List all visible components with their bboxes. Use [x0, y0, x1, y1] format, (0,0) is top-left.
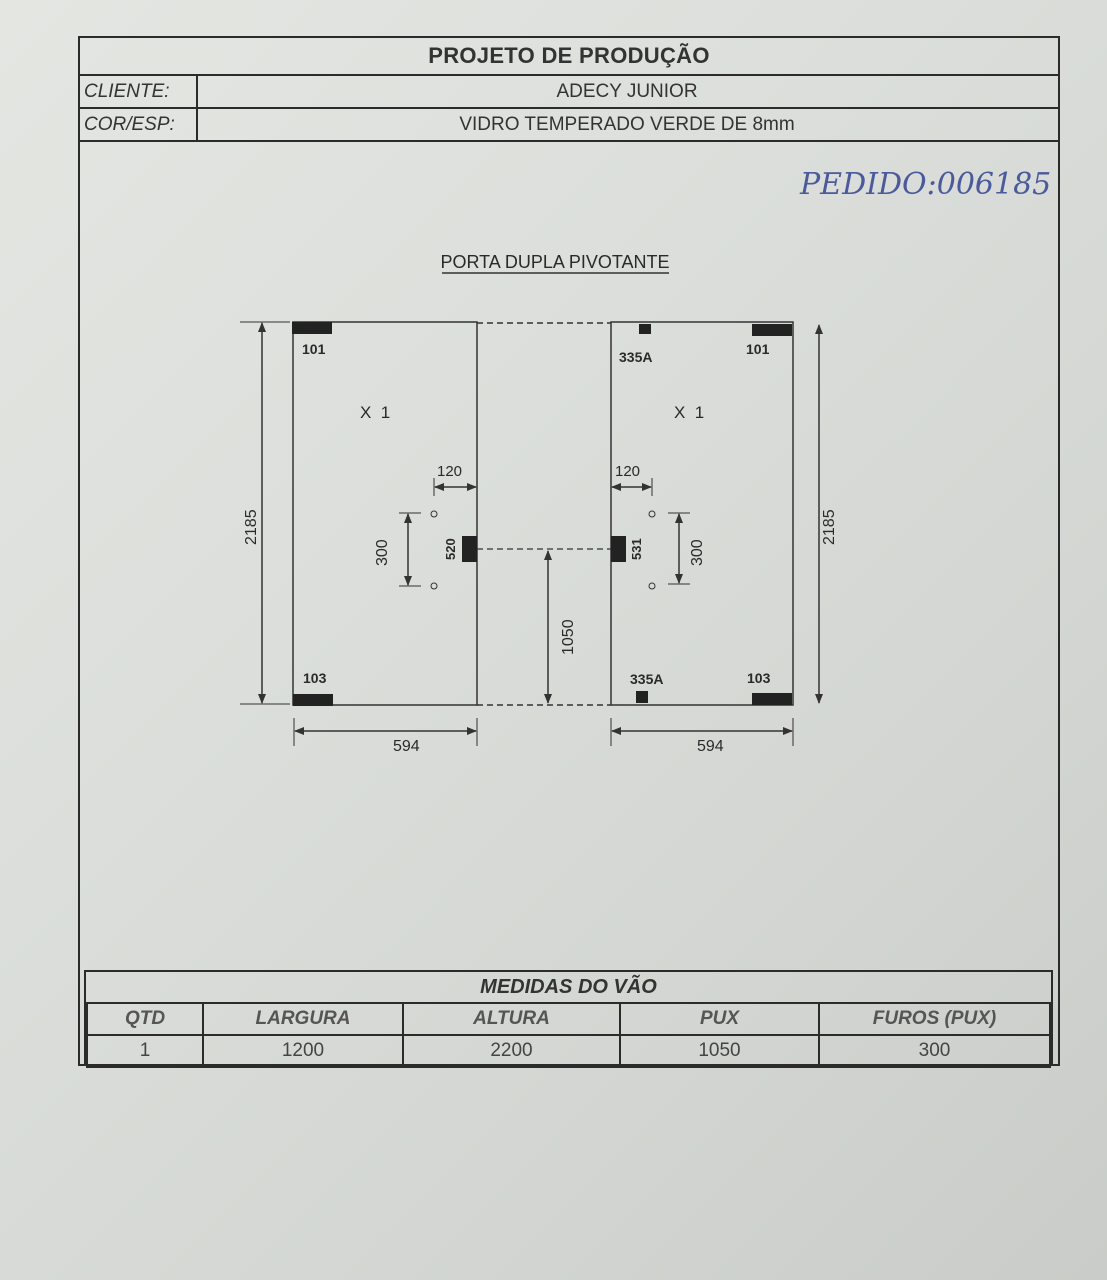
left-bottom-fitting [293, 694, 333, 706]
material-row: COR/ESP: VIDRO TEMPERADO VERDE DE 8mm [80, 109, 1058, 142]
right-hole-top [648, 510, 656, 518]
right-top-pivot [639, 324, 651, 334]
table-row: 1 1200 2200 1050 300 [86, 1034, 1051, 1068]
right-hole-bottom [648, 582, 656, 590]
column-header: ALTURA [402, 1002, 621, 1036]
right-top-pivot-code: 335A [619, 349, 652, 365]
left-bottom-code: 103 [303, 670, 327, 686]
left-hole-top [430, 510, 438, 518]
order-number-note: PEDIDO:006185 [799, 167, 1051, 202]
column-header: FUROS (PUX) [818, 1002, 1051, 1036]
right-width-dimension: 594 [697, 738, 724, 755]
material-value: VIDRO TEMPERADO VERDE DE 8mm [459, 113, 795, 135]
drawing-title: PORTA DUPLA PIVOTANTE [440, 252, 669, 272]
client-label: CLIENTE: [82, 76, 198, 107]
right-door-panel: 335A 101 335A 103 X 1 531 300 120 2185 5… [610, 321, 838, 755]
left-hole-bottom [430, 582, 438, 590]
material-label: COR/ESP: [82, 109, 198, 140]
left-holes-dimension: 300 [374, 539, 391, 566]
table-cell: 2200 [402, 1034, 621, 1068]
right-bottom-pivot [636, 691, 648, 703]
right-handle-code: 531 [629, 538, 644, 560]
left-top-fitting [292, 322, 332, 334]
left-top-code: 101 [302, 341, 326, 357]
left-door-panel: 101 103 X 1 520 300 120 2185 594 [240, 321, 478, 755]
right-quantity: X 1 [674, 403, 704, 422]
right-handle-fitting [611, 536, 626, 562]
right-bottom-fitting [752, 693, 792, 705]
opening-measurements-table: MEDIDAS DO VÃO QTD LARGURA ALTURA PUX FU… [84, 970, 1053, 1068]
table-cell: 1050 [619, 1034, 820, 1068]
right-bottom-pivot-code: 335A [630, 671, 663, 687]
right-top-fitting [752, 324, 792, 336]
handle-height-dimension: 1050 [560, 619, 577, 655]
measurements-grid: QTD LARGURA ALTURA PUX FUROS (PUX) 1 120… [86, 1002, 1051, 1068]
left-quantity: X 1 [360, 403, 390, 422]
left-width-dimension: 594 [393, 738, 420, 755]
table-header-row: QTD LARGURA ALTURA PUX FUROS (PUX) [86, 1002, 1051, 1036]
right-bottom-code: 103 [747, 670, 771, 686]
table-cell: 1 [86, 1034, 204, 1068]
left-handle-code: 520 [443, 538, 458, 560]
column-header: QTD [86, 1002, 204, 1036]
measurements-title: MEDIDAS DO VÃO [480, 975, 657, 998]
left-handle-offset: 120 [437, 463, 462, 480]
table-cell: 300 [818, 1034, 1051, 1068]
column-header: PUX [619, 1002, 820, 1036]
right-holes-dimension: 300 [689, 539, 706, 566]
left-height-dimension: 2185 [243, 509, 260, 545]
sheet-title: PROJETO DE PRODUÇÃO [80, 38, 1058, 76]
table-cell: 1200 [202, 1034, 404, 1068]
column-header: LARGURA [202, 1002, 404, 1036]
client-row: CLIENTE: ADECY JUNIOR [80, 76, 1058, 109]
right-top-code: 101 [746, 341, 770, 357]
client-value: ADECY JUNIOR [556, 80, 698, 102]
left-handle-fitting [462, 536, 477, 562]
right-height-dimension: 2185 [821, 509, 838, 545]
right-handle-offset: 120 [615, 463, 640, 480]
